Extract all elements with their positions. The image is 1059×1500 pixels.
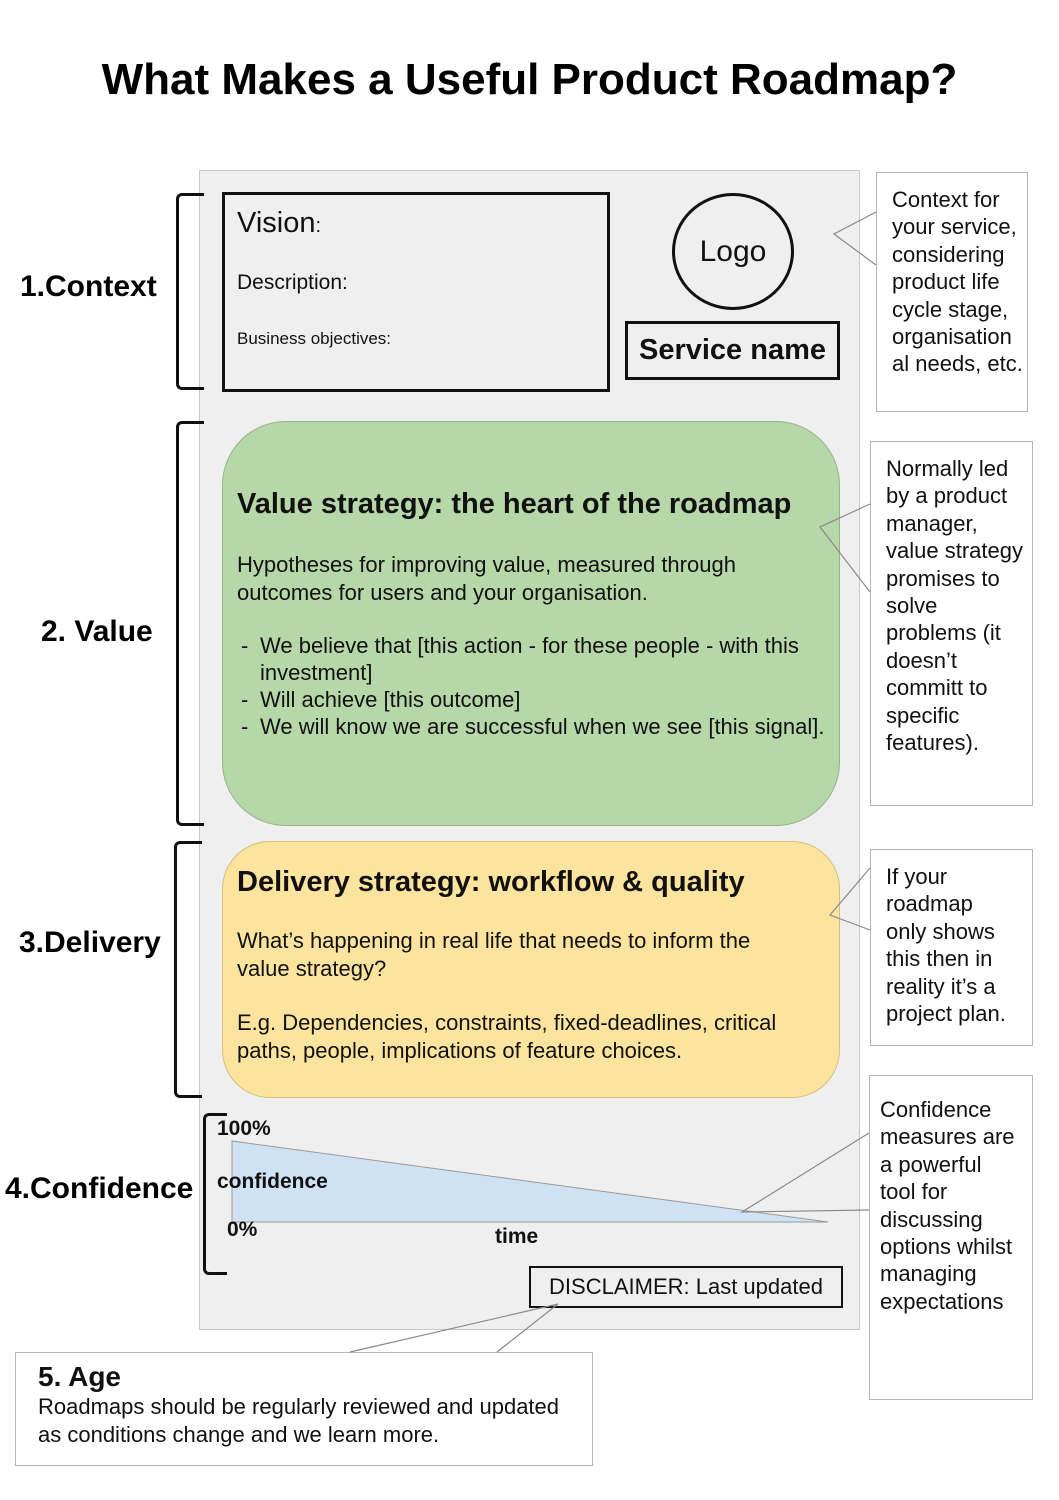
page-title: What Makes a Useful Product Roadmap? <box>101 55 958 104</box>
delivery-strategy-examples: E.g. Dependencies, constraints, fixed-de… <box>237 1010 777 1063</box>
delivery-strategy-title: Delivery strategy: workflow & quality <box>237 866 745 898</box>
time-axis-label: time <box>495 1225 539 1248</box>
age-title: 5. Age <box>38 1361 121 1392</box>
age-note: 5. Age Roadmaps should be regularly revi… <box>15 1352 593 1466</box>
disclaimer-box: DISCLAIMER: Last updated <box>529 1266 843 1308</box>
value-note: Normally led by a product manager, value… <box>870 441 1033 806</box>
vision-label: Vision: <box>237 207 321 240</box>
confidence-axis-label: confidence <box>217 1170 328 1193</box>
age-connector <box>349 1303 559 1353</box>
delivery-strategy-box: Delivery strategy: workflow & quality Wh… <box>222 841 840 1098</box>
value-note-text: Normally led by a product manager, value… <box>886 456 1023 756</box>
value-hypothesis-list: We believe that [this action - for these… <box>237 632 827 740</box>
value-connector <box>819 503 871 593</box>
hypothesis-item: We believe that [this action - for these… <box>237 632 827 686</box>
context-label: 1.Context <box>20 270 157 303</box>
logo-circle: Logo <box>672 193 794 310</box>
confidence-label: 4.Confidence <box>5 1172 194 1205</box>
context-bracket <box>176 193 204 390</box>
confidence-min-label: 0% <box>227 1218 258 1241</box>
delivery-label: 3.Delivery <box>19 926 161 959</box>
value-strategy-description: Hypotheses for improving value, measured… <box>237 552 736 605</box>
vision-text: Vision <box>237 207 316 239</box>
vision-box: Vision: Description: Business objectives… <box>222 192 610 392</box>
delivery-bracket <box>174 841 202 1098</box>
hypothesis-item: Will achieve [this outcome] <box>237 686 827 713</box>
confidence-bracket <box>203 1113 227 1275</box>
delivery-note-text: If your roadmap only shows this then in … <box>886 864 1006 1027</box>
value-strategy-box: Value strategy: the heart of the roadmap… <box>222 421 840 826</box>
context-note-text: Context for your service, considering pr… <box>892 187 1023 377</box>
value-strategy-title: Value strategy: the heart of the roadmap <box>237 488 792 520</box>
value-label: 2. Value <box>41 615 153 648</box>
confidence-note-text: Confidence measures are a powerful tool … <box>880 1097 1015 1314</box>
delivery-strategy-description: What’s happening in real life that needs… <box>237 928 751 981</box>
confidence-note: Confidence measures are a powerful tool … <box>869 1075 1033 1400</box>
delivery-connector <box>828 867 871 931</box>
value-bracket <box>176 421 204 826</box>
context-connector <box>832 211 877 266</box>
confidence-connector <box>739 1132 870 1213</box>
delivery-note: If your roadmap only shows this then in … <box>870 849 1033 1046</box>
age-text: Roadmaps should be regularly reviewed an… <box>38 1394 560 1447</box>
context-note: Context for your service, considering pr… <box>876 172 1028 412</box>
business-objectives-label: Business objectives: <box>237 329 392 348</box>
service-name-box: Service name <box>625 321 840 380</box>
confidence-max-label: 100% <box>217 1117 271 1140</box>
vision-colon: : <box>315 215 322 237</box>
hypothesis-item: We will know we are successful when we s… <box>237 713 827 740</box>
confidence-area <box>231 1140 829 1223</box>
description-label: Description: <box>237 271 348 294</box>
